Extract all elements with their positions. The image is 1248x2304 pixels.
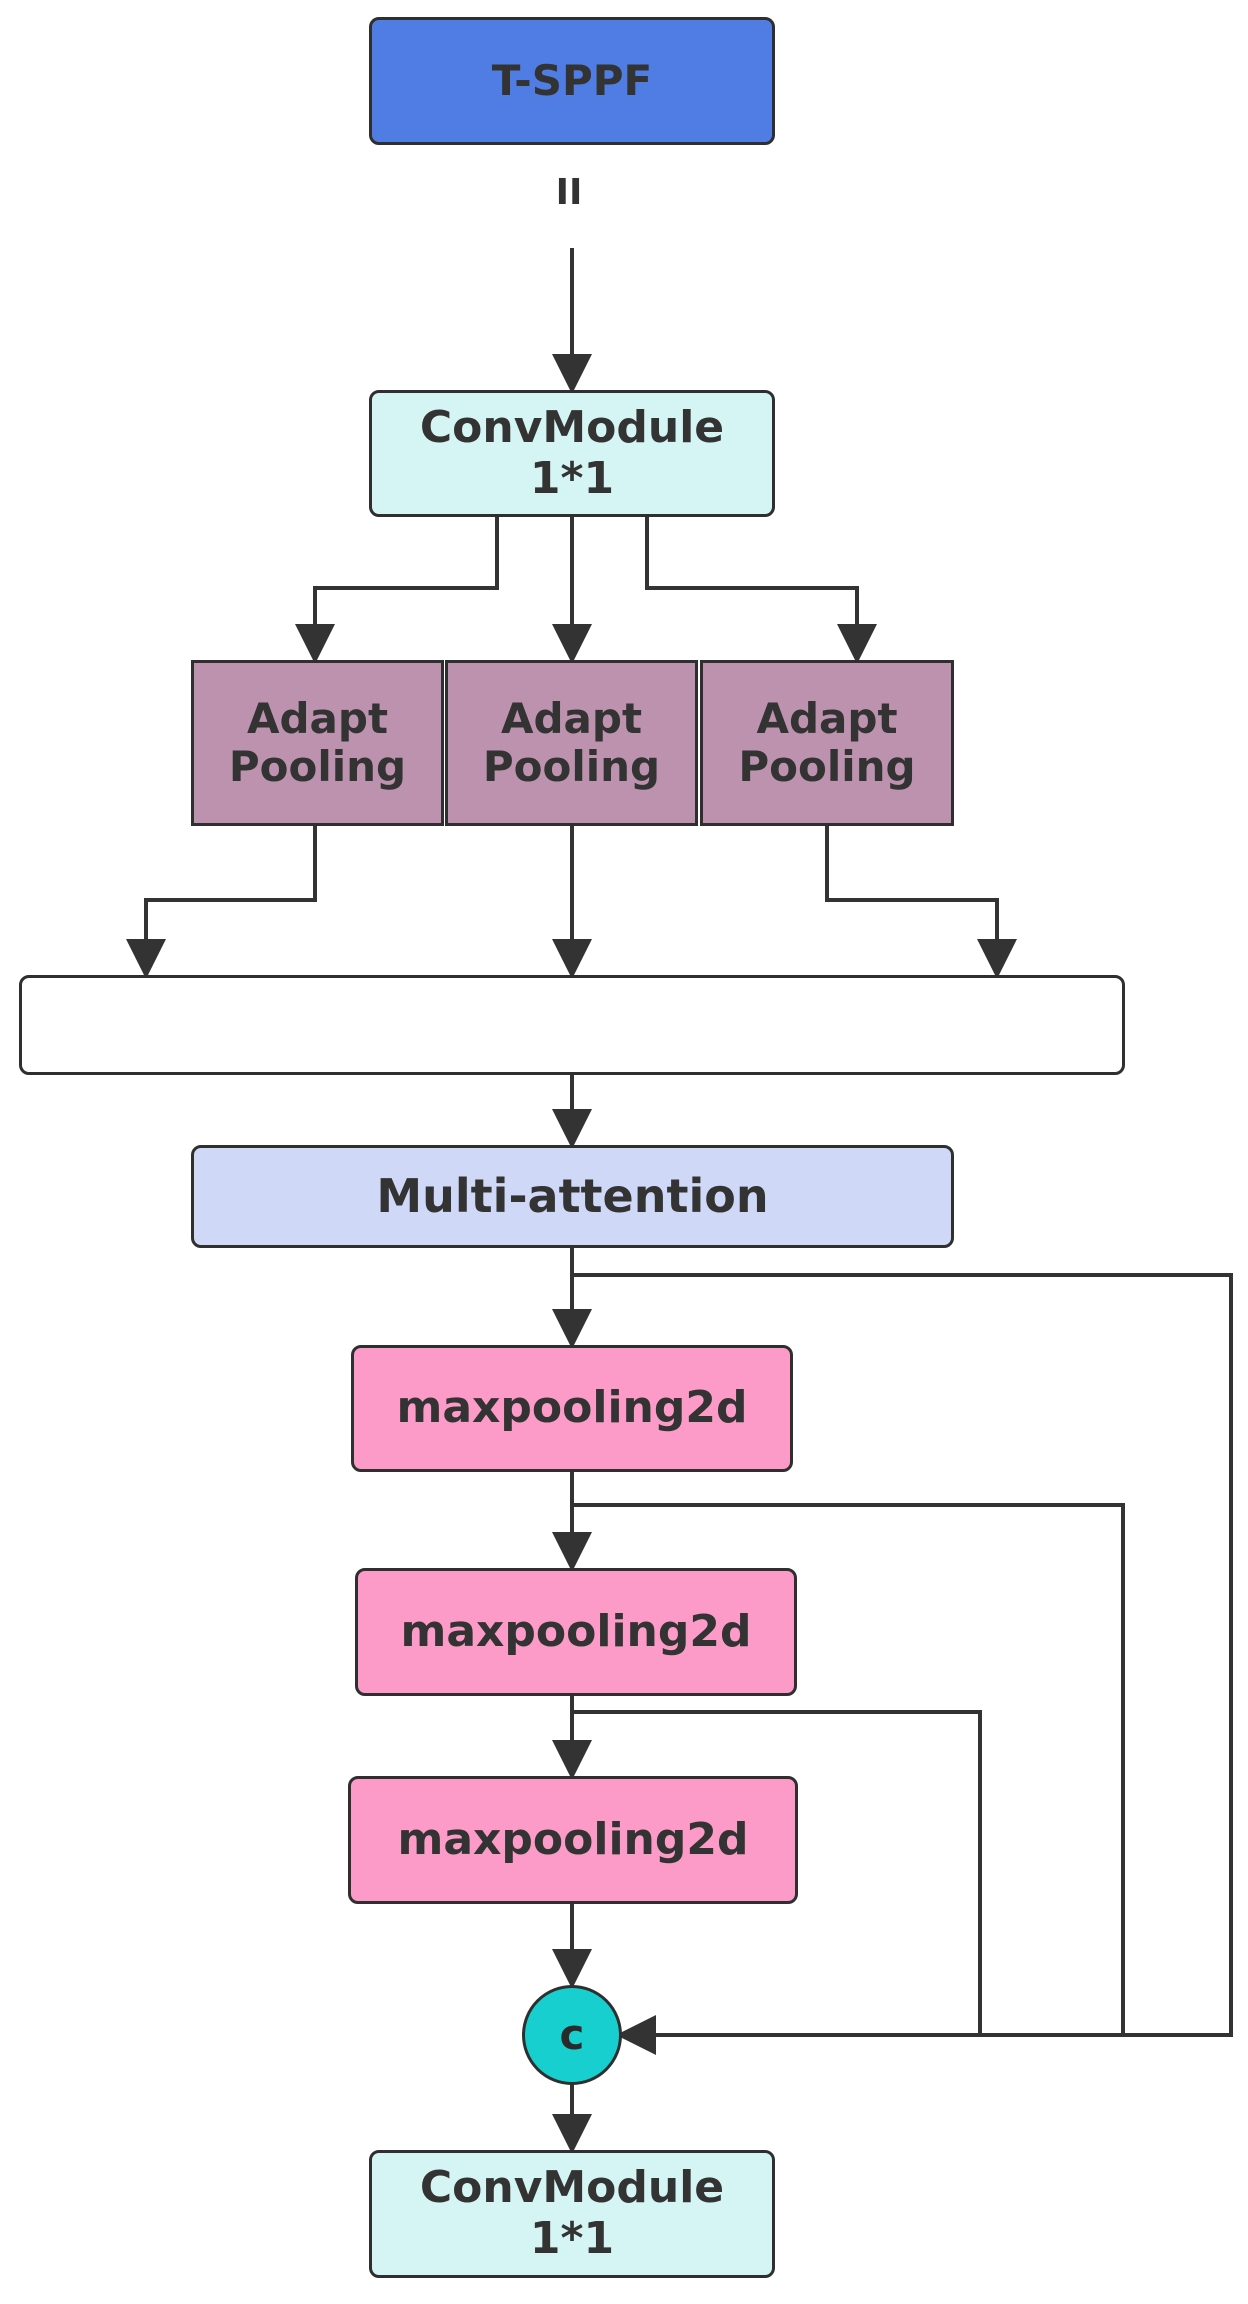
skip-maxpool-2-to-c xyxy=(572,1710,982,2035)
adapt-pooling-left: Adapt Pooling xyxy=(191,660,444,826)
multi-attention-label: Multi-attention xyxy=(376,1169,769,1224)
adapt-pooling-left-label: Adapt Pooling xyxy=(228,693,407,791)
conv-module-output: ConvModule 1*1 xyxy=(369,2150,775,2278)
maxpooling2d-2-label: maxpooling2d xyxy=(400,1605,752,1657)
multi-attention-block: Multi-attention xyxy=(191,1145,954,1248)
concat-c-label: c xyxy=(559,2009,585,2059)
maxpooling2d-block-2: maxpooling2d xyxy=(355,1568,797,1696)
adapt-pooling-right: Adapt Pooling xyxy=(700,660,954,826)
concat-c-node: c xyxy=(522,1985,622,2085)
equals-glyph: II xyxy=(555,172,583,213)
skip-maxpool-1-to-c xyxy=(572,1503,1125,2035)
tsppf-block: T-SPPF xyxy=(369,17,775,145)
conv-module-output-label: ConvModule 1*1 xyxy=(419,2162,725,2264)
arrow-conv-to-pool-right xyxy=(645,517,877,664)
maxpooling2d-1-label: maxpooling2d xyxy=(396,1382,748,1434)
maxpooling2d-3-label: maxpooling2d xyxy=(397,1813,749,1865)
adapt-pooling-right-label: Adapt Pooling xyxy=(738,693,916,791)
conv-module-input-label: ConvModule 1*1 xyxy=(419,401,725,504)
adapt-pooling-middle: Adapt Pooling xyxy=(445,660,698,826)
maxpooling2d-block-3: maxpooling2d xyxy=(348,1776,798,1904)
arrow-conv-to-pool-left xyxy=(295,517,499,664)
concat-bar xyxy=(19,975,1125,1075)
arrow-pool-right-to-bar xyxy=(825,826,1017,979)
adapt-pooling-middle-label: Adapt Pooling xyxy=(482,693,661,791)
skip-attention-to-c xyxy=(572,1273,1233,2055)
maxpooling2d-block-1: maxpooling2d xyxy=(351,1345,793,1472)
arrow-pool-left-to-bar xyxy=(126,826,317,979)
conv-module-input: ConvModule 1*1 xyxy=(369,390,775,517)
tsppf-label: T-SPPF xyxy=(491,55,653,105)
